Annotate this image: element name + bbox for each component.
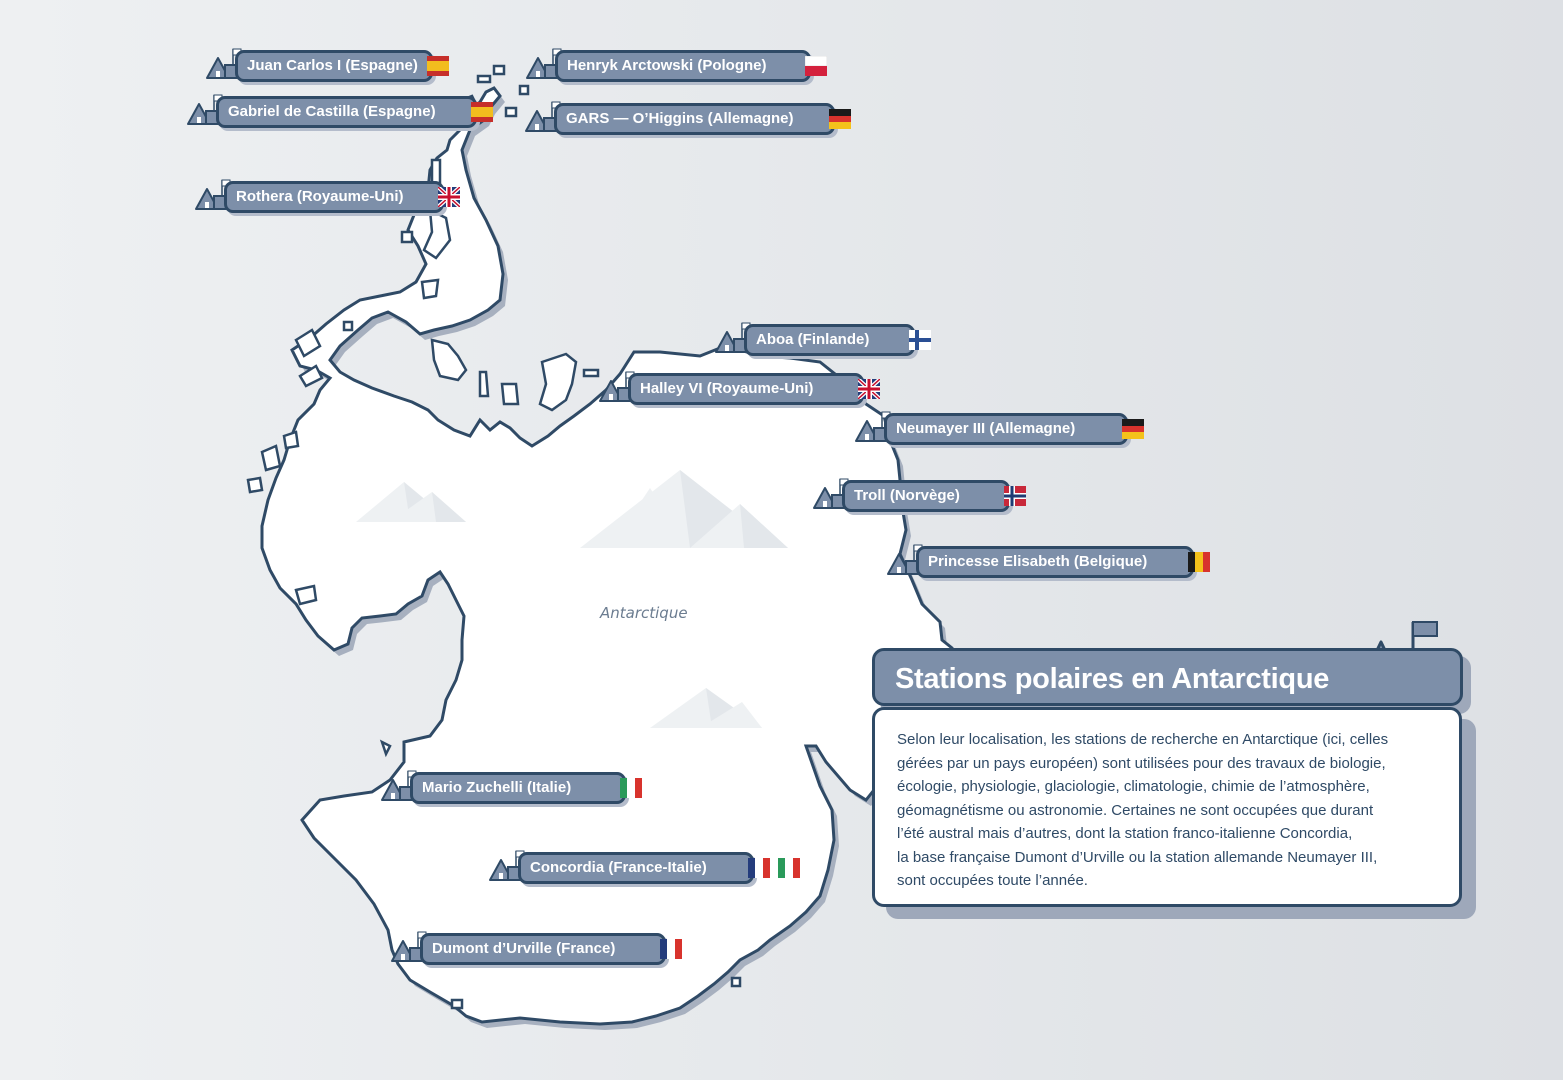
info-title: Stations polaires en Antarctique xyxy=(895,663,1330,695)
info-line: écologie, physiologie, glaciologie, clim… xyxy=(897,778,1370,795)
mountain-icon xyxy=(356,482,466,522)
flag-spain-icon xyxy=(427,56,449,76)
info-line: Selon leur localisation, les stations de… xyxy=(897,731,1389,748)
flag-italy-icon xyxy=(778,858,800,878)
flag-poland-icon xyxy=(804,55,828,76)
info-line: l’été austral mais d’autres, dont la sta… xyxy=(897,825,1353,842)
region-label: Antarctique xyxy=(600,604,688,622)
station-hut-icon xyxy=(524,100,564,134)
flag-france-icon xyxy=(748,858,770,878)
station-label: Princesse Elisabeth (Belgique) xyxy=(916,546,1194,578)
station-label: Concordia (France-Italie) xyxy=(518,852,754,884)
station-label: Dumont d’Urville (France) xyxy=(420,933,666,965)
flag-germany-icon xyxy=(1122,419,1144,439)
flag-norway-icon xyxy=(1004,486,1026,506)
islands xyxy=(246,64,742,1010)
station-hut-icon xyxy=(390,930,430,964)
station-label: Aboa (Finlande) xyxy=(744,324,915,356)
station-label: Troll (Norvège) xyxy=(842,480,1010,512)
info-line: la base française Dumont d’Urville ou la… xyxy=(897,848,1378,866)
flag-belgium-icon xyxy=(1188,552,1210,572)
flag-france-icon xyxy=(660,939,682,959)
station-label: Neumayer III (Allemagne) xyxy=(884,413,1128,445)
station-label: GARS — O’Higgins (Allemagne) xyxy=(554,103,835,135)
info-line: gérées par un pays européen) sont utilis… xyxy=(897,754,1386,772)
flag-spain-icon xyxy=(471,102,493,122)
mountain-icon xyxy=(580,470,788,548)
info-text-box: Selon leur localisation, les stations de… xyxy=(872,707,1462,907)
flag-italy-icon xyxy=(620,778,642,798)
station-label: Gabriel de Castilla (Espagne) xyxy=(216,96,477,128)
flag-finland-icon xyxy=(909,330,931,350)
station-label: Juan Carlos I (Espagne) xyxy=(235,50,433,82)
station-label: Henryk Arctowski (Pologne) xyxy=(555,50,811,82)
flag-germany-icon xyxy=(829,109,851,129)
flag-uk-icon xyxy=(856,377,882,401)
station-label: Rothera (Royaume-Uni) xyxy=(224,181,444,213)
flag-uk-icon xyxy=(436,185,462,209)
info-line: géomagnétisme ou astronomie. Certaines n… xyxy=(897,801,1374,819)
info-title-bar: Stations polaires en Antarctique xyxy=(872,648,1463,706)
info-line: sont occupées toute l’année. xyxy=(897,872,1088,889)
station-label: Mario Zuchelli (Italie) xyxy=(410,772,626,804)
station-label: Halley VI (Royaume-Uni) xyxy=(628,373,864,405)
mountain-icon xyxy=(650,688,762,728)
